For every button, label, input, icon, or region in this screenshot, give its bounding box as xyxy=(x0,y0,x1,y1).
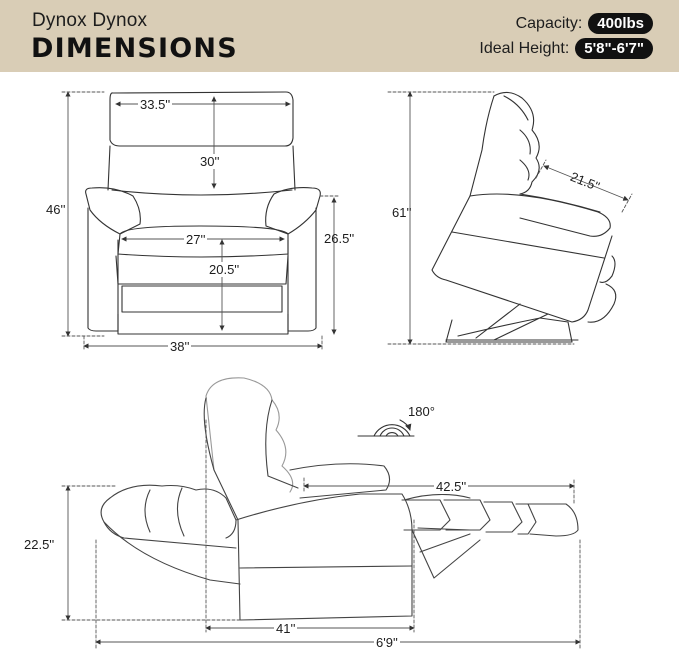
lift-height-label: 61'' xyxy=(392,205,412,220)
header-banner: Dynox Dynox DIMENSIONS Capacity: 400lbs … xyxy=(0,0,679,72)
swivel-angle-label: 180° xyxy=(408,404,435,419)
total-length-label: 6'9'' xyxy=(374,635,400,650)
footrest-length-label: 42.5'' xyxy=(434,479,469,494)
front-view-chair xyxy=(85,91,321,335)
brand-name: Dynox Dynox xyxy=(32,10,148,31)
total-width-label: 38'' xyxy=(168,339,192,354)
reclined-view-dimension-lines xyxy=(61,419,581,649)
seat-width-label: 27'' xyxy=(184,232,208,247)
front-view-dimension-lines xyxy=(61,91,341,351)
side-view-dimension-lines xyxy=(387,91,633,345)
seat-depth-label: 20.5'' xyxy=(207,262,242,277)
total-height-label: 46'' xyxy=(46,202,66,217)
arm-height-label: 26.5'' xyxy=(324,231,355,246)
reclined-view-chair xyxy=(100,377,579,621)
capacity-label: Capacity: xyxy=(515,14,583,32)
base-length-label: 41'' xyxy=(274,621,298,636)
height-spec: Ideal Height: 5'8"-6'7" xyxy=(479,38,653,59)
capacity-spec: Capacity: 400lbs xyxy=(516,13,653,34)
back-width-label: 33.5'' xyxy=(138,97,173,112)
swivel-180-icon xyxy=(357,419,415,437)
page-title: DIMENSIONS xyxy=(31,33,238,64)
side-view-lifted-chair xyxy=(431,91,617,343)
capacity-value-badge: 400lbs xyxy=(588,13,653,34)
back-height-label: 30'' xyxy=(198,154,222,169)
seat-height-label: 22.5'' xyxy=(24,537,55,552)
height-label: Ideal Height: xyxy=(479,39,570,57)
height-value-badge: 5'8"-6'7" xyxy=(575,38,653,59)
